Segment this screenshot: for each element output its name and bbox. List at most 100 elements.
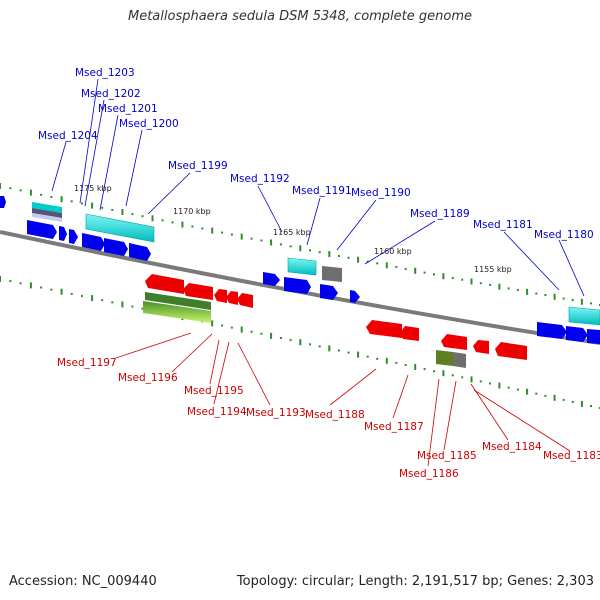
gene-label-reverse[interactable]: Msed_1193 — [246, 407, 306, 419]
ring-tick — [181, 221, 184, 228]
ring-tick — [479, 380, 482, 383]
ring-tick — [328, 345, 331, 352]
gene-label-forward[interactable]: Msed_1191 — [292, 185, 352, 197]
gene-label-forward[interactable]: Msed_1202 — [81, 88, 141, 100]
ring-tick — [289, 245, 292, 248]
ring-tick — [0, 183, 1, 189]
gene-arrow-reverse — [495, 342, 527, 360]
gene-label-reverse[interactable]: Msed_1186 — [399, 468, 459, 480]
ring-tick — [121, 209, 124, 215]
ring-tick — [40, 286, 43, 289]
gene-arrow-forward — [129, 243, 151, 261]
ring-tick — [250, 330, 253, 333]
gene-label-reverse[interactable]: Msed_1196 — [118, 372, 178, 384]
ring-tick — [357, 351, 360, 358]
gene-label-forward[interactable]: Msed_1180 — [534, 229, 594, 241]
gene-arrow-forward — [537, 322, 567, 339]
ring-tick — [191, 225, 194, 228]
reverse-leader-lines — [115, 332, 571, 467]
ring-tick — [580, 298, 583, 305]
ring-tick — [50, 288, 53, 291]
ring-tick — [270, 332, 273, 339]
ring-tick — [423, 271, 426, 274]
ring-tick — [337, 349, 340, 352]
gene-label-forward[interactable]: Msed_1201 — [98, 103, 158, 115]
ring-tick — [535, 292, 538, 295]
ring-tick — [70, 200, 73, 203]
ring-tick — [111, 301, 114, 304]
ring-tick — [461, 278, 464, 281]
accession-text: Accession: NC_009440 — [9, 574, 157, 589]
ring-tick — [9, 187, 12, 190]
gene-label-reverse[interactable]: Msed_1187 — [364, 421, 424, 433]
ring-tick — [318, 251, 321, 254]
ring-tick — [489, 382, 492, 385]
gene-label-forward[interactable]: Msed_1203 — [75, 67, 135, 79]
ring-tick — [433, 370, 435, 373]
ring-tick — [161, 219, 164, 222]
gene-arrow-reverse — [183, 283, 213, 300]
ring-tick — [507, 386, 510, 389]
gene-arrow-forward — [0, 196, 6, 208]
ring-tick — [111, 208, 114, 211]
gene-arrow-reverse — [214, 289, 227, 303]
ring-tick — [101, 206, 104, 209]
gene-label-forward[interactable]: Msed_1200 — [119, 118, 179, 130]
genome-stats-text: Topology: circular; Length: 2,191,517 bp… — [236, 574, 594, 589]
ring-tick — [337, 255, 340, 257]
pseudogene-feature — [32, 213, 62, 222]
ring-tick — [230, 233, 233, 236]
gene-label-reverse[interactable]: Msed_1184 — [482, 441, 542, 453]
ring-tick — [590, 302, 592, 305]
ring-tick — [70, 292, 73, 295]
gene-label-reverse[interactable]: Msed_1185 — [417, 450, 477, 462]
ring-tick — [141, 215, 144, 218]
gene-arrow-forward — [27, 220, 57, 239]
forward-strand-features — [0, 196, 600, 344]
ring-tick — [91, 295, 94, 302]
ring-tick — [470, 278, 473, 285]
gene-arrow-reverse — [226, 291, 238, 305]
gene-arrow-forward — [69, 229, 78, 244]
gene-arrow-reverse — [473, 340, 489, 354]
gene-label-reverse[interactable]: Msed_1195 — [184, 385, 244, 397]
ring-tick — [60, 196, 63, 203]
gene-label-forward[interactable]: Msed_1181 — [473, 219, 533, 231]
ring-tick — [461, 376, 464, 379]
ring-tick — [553, 293, 556, 300]
ring-tick — [328, 251, 331, 258]
gene-arrow-forward — [263, 272, 280, 286]
gene-arrow-forward — [59, 226, 67, 241]
ring-tick — [60, 288, 63, 295]
rna-feature — [85, 213, 155, 243]
gene-label-reverse[interactable]: Msed_1183 — [543, 450, 600, 462]
gene-label-forward[interactable]: Msed_1204 — [38, 130, 98, 142]
ring-tick — [571, 400, 574, 403]
gene-label-forward[interactable]: Msed_1192 — [230, 173, 290, 185]
ring-tick — [279, 337, 282, 339]
gene-label-reverse[interactable]: Msed_1194 — [187, 406, 247, 418]
ring-tick — [442, 273, 445, 280]
ring-tick — [580, 400, 583, 407]
ring-tick — [221, 231, 224, 234]
ring-tick — [260, 239, 263, 242]
rna-feature — [32, 202, 62, 213]
ring-tick — [451, 276, 454, 279]
gene-arrow-reverse — [237, 293, 253, 308]
ring-tick — [414, 364, 417, 370]
ring-tick — [91, 202, 94, 209]
ring-tick — [80, 295, 83, 297]
ring-tick — [250, 237, 253, 240]
pseudogene-feature — [32, 208, 62, 218]
ring-tick — [385, 262, 388, 269]
tick-label: 1175 kbp — [74, 184, 112, 193]
gene-label-reverse[interactable]: Msed_1197 — [57, 357, 117, 369]
gene-label-forward[interactable]: Msed_1199 — [168, 160, 228, 172]
gene-label-forward[interactable]: Msed_1189 — [410, 208, 470, 220]
ring-tick — [571, 299, 574, 302]
gene-label-forward[interactable]: Msed_1190 — [351, 187, 411, 199]
ring-tick — [553, 394, 556, 401]
ring-tick — [40, 193, 43, 196]
gene-label-reverse[interactable]: Msed_1188 — [305, 409, 365, 421]
